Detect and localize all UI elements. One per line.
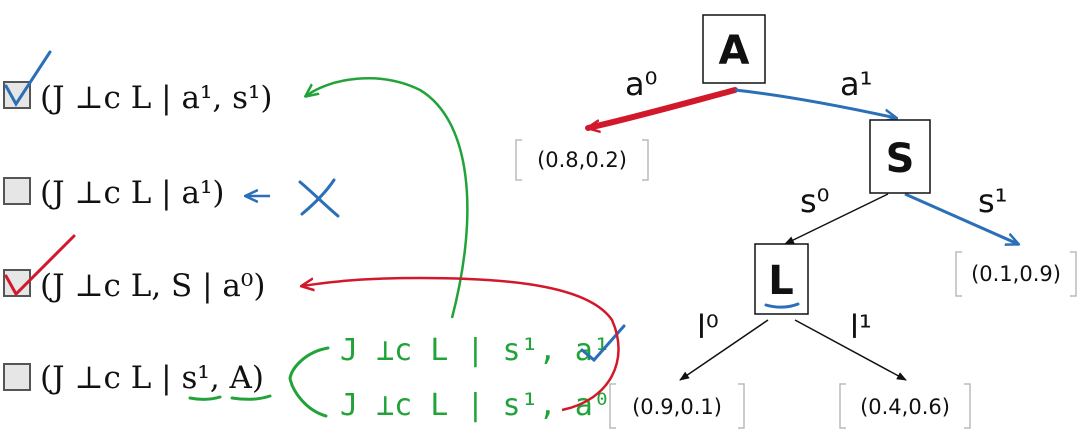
blue-underline xyxy=(764,302,800,309)
edge-label-s1: s¹ xyxy=(978,182,1008,220)
leaf-a0: (0.8,0.2) xyxy=(515,139,649,181)
edge-a1 xyxy=(734,88,896,118)
edge-l0 xyxy=(679,319,769,381)
node-l: L xyxy=(754,243,809,315)
green-case-2: J ⊥c L | s¹, a⁰ xyxy=(340,388,611,423)
edge-label-s0: s⁰ xyxy=(800,182,830,220)
red-check-icon xyxy=(4,234,76,297)
edge-s0 xyxy=(784,193,889,245)
green-case-1: J ⊥c L | s¹, a¹ xyxy=(340,333,611,368)
svg-text:L: L xyxy=(768,258,794,304)
svg-text:S: S xyxy=(886,136,915,182)
statement-3: (J ⊥c L, S | a⁰) xyxy=(3,234,265,304)
edge-label-a1: a¹ xyxy=(840,65,872,103)
edge-label-l1: l¹ xyxy=(850,308,872,346)
edge-label-l0: l⁰ xyxy=(697,308,719,346)
green-brace xyxy=(288,346,330,418)
blue-check-icon xyxy=(580,324,626,363)
checkbox-2[interactable] xyxy=(3,177,31,205)
svg-text:A: A xyxy=(719,28,750,74)
edge-s1 xyxy=(904,192,1018,244)
green-underline-s1 xyxy=(188,395,222,401)
leaf-s1: (0.1,0.9) xyxy=(955,251,1077,297)
leaf-l1: (0.4,0.6) xyxy=(839,383,971,429)
leaf-l0: (0.9,0.1) xyxy=(609,383,745,429)
statement-text: (J ⊥c L | a¹) xyxy=(40,175,225,211)
statement-text: (J ⊥c L | s¹, A) xyxy=(40,360,264,396)
statement-1: (J ⊥c L | a¹, s¹) xyxy=(3,50,273,116)
statement-text: (J ⊥c L | a¹, s¹) xyxy=(40,80,273,116)
node-a: A xyxy=(702,14,766,84)
blue-x-icon xyxy=(298,178,340,218)
statement-4: (J ⊥c L | s¹, A) xyxy=(3,360,272,401)
edge-l1 xyxy=(794,319,907,381)
svg-text:(0.8,0.2): (0.8,0.2) xyxy=(537,148,627,172)
green-curve-arrow xyxy=(306,77,469,319)
edge-a0 xyxy=(585,87,738,131)
checkbox-4[interactable] xyxy=(3,363,31,391)
edge-label-a0: a⁰ xyxy=(625,65,657,103)
green-underline-a xyxy=(230,394,272,401)
blue-check-icon xyxy=(4,50,52,107)
red-curve-arrow xyxy=(302,276,620,412)
statement-2: (J ⊥c L | a¹) xyxy=(3,175,340,218)
svg-text:(0.1,0.9): (0.1,0.9) xyxy=(971,262,1061,286)
svg-text:(0.9,0.1): (0.9,0.1) xyxy=(632,395,722,419)
node-s: S xyxy=(869,119,931,194)
svg-text:(0.4,0.6): (0.4,0.6) xyxy=(860,395,950,419)
statement-text: (J ⊥c L, S | a⁰) xyxy=(40,268,265,304)
